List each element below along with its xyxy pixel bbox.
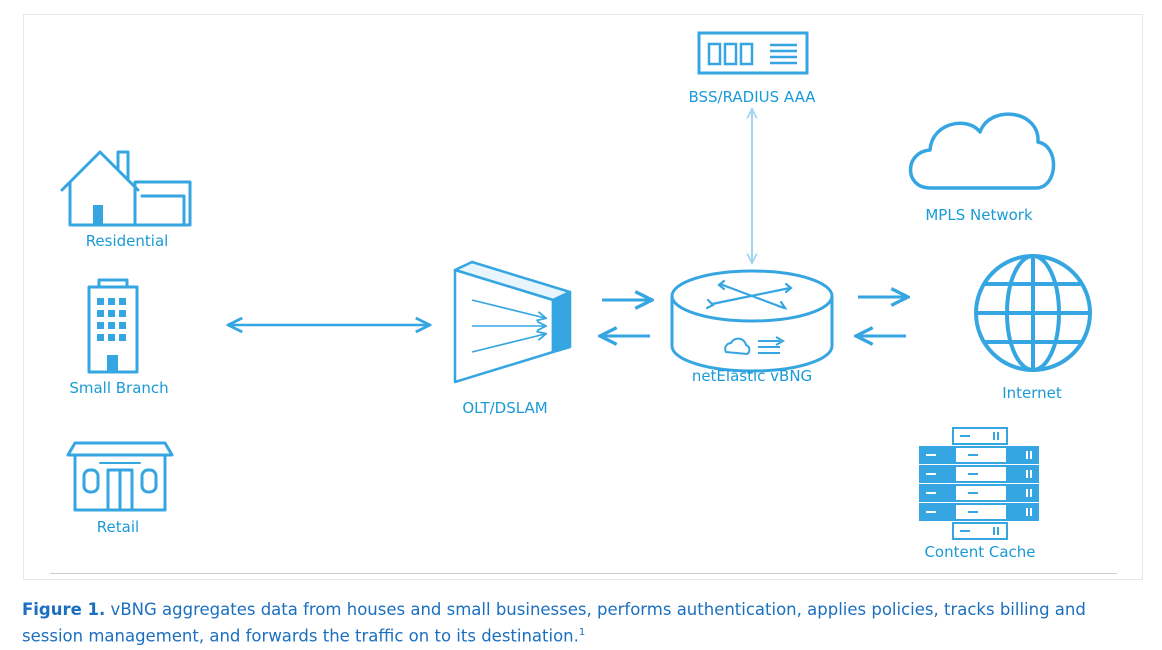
- label-retail: Retail: [96, 518, 140, 536]
- server-rack-icon: [697, 31, 809, 75]
- content-cache-icon: [919, 427, 1039, 540]
- label-residential: Residential: [85, 232, 169, 250]
- cloud-icon: [908, 112, 1056, 190]
- house-icon: [60, 150, 192, 227]
- label-mpls-network: MPLS Network: [925, 206, 1033, 224]
- caption-footnote: 1: [578, 627, 586, 638]
- label-vbng: netElastic vBNG: [691, 367, 813, 385]
- caption-label: Figure 1.: [22, 600, 106, 619]
- label-bss-radius: BSS/RADIUS AAA: [688, 88, 816, 106]
- caption-text: vBNG aggregates data from houses and sma…: [22, 600, 1086, 646]
- globe-icon: [974, 254, 1092, 372]
- label-content-cache: Content Cache: [924, 543, 1036, 561]
- label-internet: Internet: [1002, 384, 1062, 402]
- office-building-icon: [87, 278, 139, 374]
- storefront-icon: [66, 441, 174, 512]
- label-olt-dslam: OLT/DSLAM: [462, 399, 548, 417]
- figure-caption: Figure 1. vBNG aggregates data from hous…: [22, 598, 1132, 648]
- router-icon: [670, 269, 834, 373]
- olt-dslam-icon: [453, 260, 572, 384]
- caption-divider: [50, 573, 1117, 574]
- label-small-branch: Small Branch: [69, 379, 169, 397]
